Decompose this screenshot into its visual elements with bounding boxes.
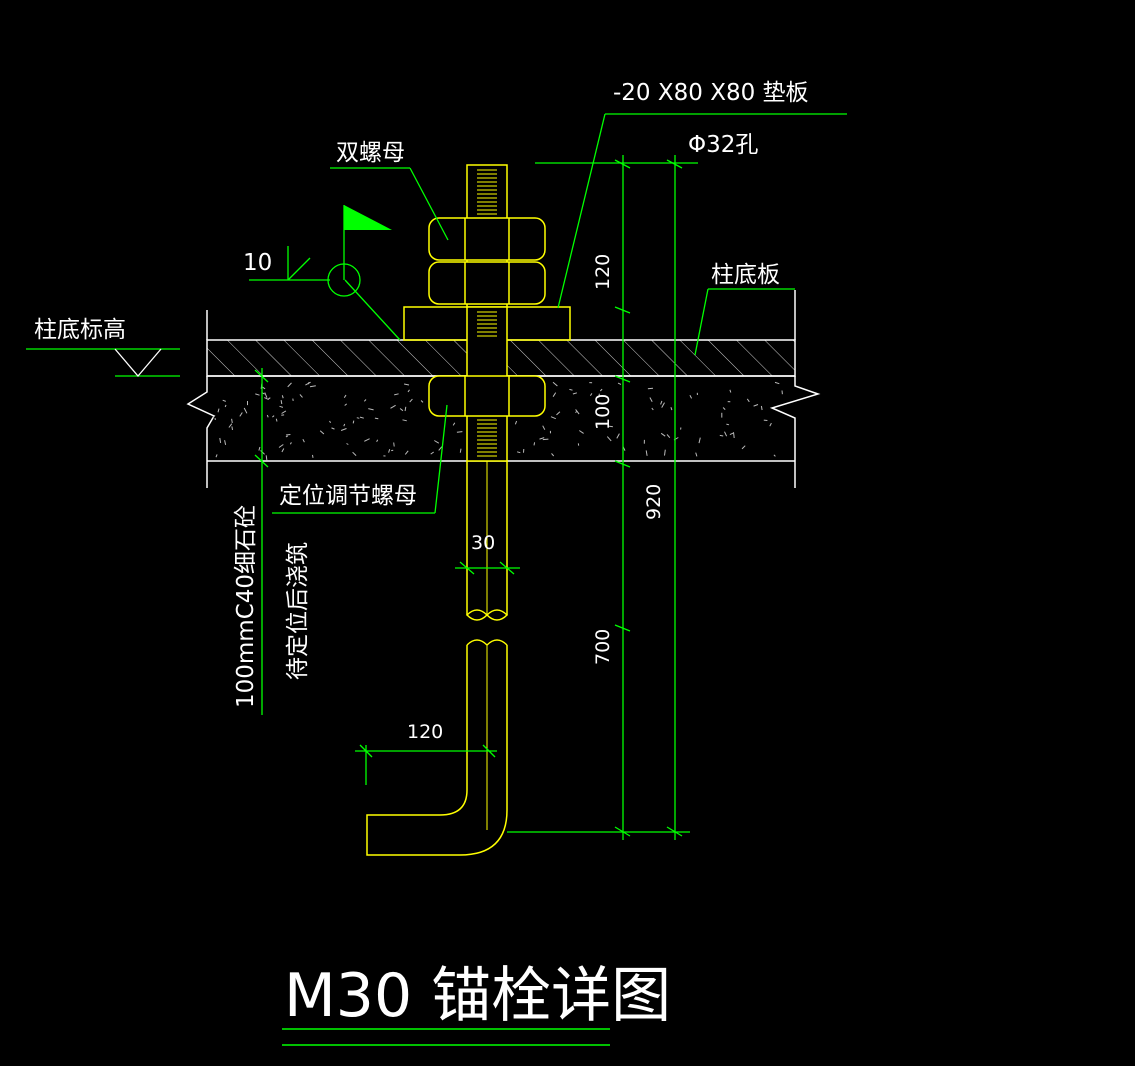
grout-layer [186, 375, 821, 488]
dim-nut-zone: 120 [592, 254, 614, 290]
weld-size-label: 10 [243, 250, 272, 276]
leader-lines [26, 113, 847, 840]
concrete-speckle [212, 381, 783, 461]
flag-icon [344, 205, 392, 230]
dim-hook-length: 120 [407, 721, 443, 743]
elevation-label: 柱底标高 [34, 317, 126, 343]
double-nut-label: 双螺母 [336, 140, 405, 166]
dim-embed-length: 700 [592, 629, 614, 665]
rod-thread-marks [477, 169, 497, 337]
dim-grout-thickness: 100 [592, 394, 614, 430]
pad-plate-label: -20 X80 X80 垫板 [613, 80, 809, 106]
grout-note-line1: 100mmC40细石砼 [233, 505, 259, 708]
elevation-marker-icon [114, 348, 162, 378]
double-nut [428, 217, 546, 305]
dim-rod-diameter: 30 [471, 532, 495, 554]
column-base-plate-label: 柱底板 [711, 262, 780, 288]
drawing-title: M30 锚栓详图 [284, 961, 671, 1031]
hole-label: Φ32孔 [688, 132, 758, 158]
positioning-nut [428, 375, 546, 417]
dim-total-length: 920 [643, 484, 665, 520]
weld-circle-icon [327, 263, 361, 297]
rod-thread-marks-lower [477, 419, 497, 830]
positioning-nut-label: 定位调节螺母 [279, 483, 417, 509]
grout-note-line2: 待定位后浇筑 [285, 542, 311, 680]
